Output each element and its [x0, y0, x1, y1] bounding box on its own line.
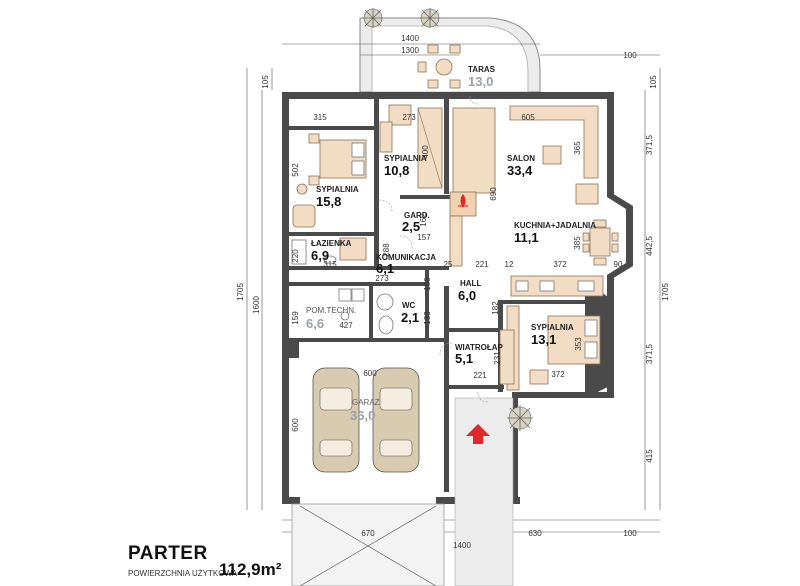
dim-427: 427 [339, 321, 353, 330]
room-name-garaz: GARAŻ [352, 398, 380, 407]
dim-315b: 315 [323, 260, 337, 269]
dim-372a: 372 [553, 260, 567, 269]
room-name-salon: SALON [507, 154, 535, 163]
room-area-garaz: 36,0 [350, 408, 375, 423]
level-title: PARTER [128, 543, 208, 564]
dim-273a: 273 [402, 113, 416, 122]
room-name-komunikacja: KOMUNIKACJA [376, 253, 436, 262]
dining-furniture [510, 219, 619, 297]
dim-159: 159 [291, 311, 300, 325]
entrance-arrow-icon [466, 424, 490, 444]
room-name-kuchnia: KUCHNIA+JADALNIA [514, 221, 596, 230]
room-area-pomtechn: 6,6 [306, 316, 324, 331]
dim-182: 182 [491, 301, 500, 315]
dim-90: 90 [614, 260, 623, 269]
dim-bottom-1400: 1400 [453, 541, 471, 550]
dim-left-1600: 1600 [252, 296, 261, 314]
car-icon [372, 367, 420, 473]
room-area-sypialnia-3: 13,1 [531, 332, 556, 347]
dim-bottom-100: 100 [623, 529, 637, 538]
dim-605: 605 [521, 113, 535, 122]
dim-25: 25 [444, 260, 453, 269]
terrace: TARAS 13,0 [359, 8, 541, 93]
plant-icon [363, 8, 383, 28]
dim-right-4425: 442,5 [645, 235, 654, 256]
dim-bottom-630: 630 [528, 529, 542, 538]
dim-365: 365 [573, 141, 582, 155]
dim-600b: 600 [291, 418, 300, 432]
dim-right-3715b: 371,5 [645, 343, 654, 364]
room-name-pomtechn: POM.TECHN. [306, 306, 356, 315]
room-name-sypialnia-1: SYPIALNIA [316, 185, 359, 194]
dim-157: 157 [417, 233, 431, 242]
terrace-table [417, 44, 461, 89]
room-name-sypialnia-2: SYPIALNIA [384, 154, 427, 163]
dim-133: 133 [423, 311, 432, 325]
plant-icon [507, 405, 533, 431]
room-name-wiatrolap: WIATROŁAP [455, 343, 504, 352]
dim-221b: 221 [473, 371, 487, 380]
room-area-hall: 6,0 [458, 288, 476, 303]
dim-162: 162 [419, 213, 428, 227]
room-name-hall: HALL [460, 279, 481, 288]
dim-top-100: 100 [623, 51, 637, 60]
dim-400: 400 [421, 145, 430, 159]
room-area-taras: 13,0 [468, 74, 493, 89]
dim-353: 353 [574, 337, 583, 351]
room-area-wiatrolap: 5,1 [455, 351, 473, 366]
salon-furniture [452, 105, 599, 205]
room-name-gard: GARD. [404, 211, 430, 220]
bathroom-fixtures [291, 237, 367, 265]
dim-top-1300: 1300 [401, 46, 419, 55]
room-area-sypialnia-2: 10,8 [384, 163, 409, 178]
room-area-sypialnia-1: 15,8 [316, 194, 341, 209]
dim-right-415: 415 [645, 449, 654, 463]
dim-right-3715a: 371,5 [645, 134, 654, 155]
room-area-kuchnia: 11,1 [514, 230, 539, 245]
fireplace-icon [449, 191, 477, 217]
car-icon [312, 367, 360, 473]
dim-bottom-670: 670 [361, 529, 375, 538]
room-name-sypialnia-3: SYPIALNIA [531, 323, 574, 332]
room-area-wc: 2,1 [401, 310, 419, 325]
dim-right-105: 105 [649, 75, 658, 89]
dim-315a: 315 [313, 113, 327, 122]
entry-path [454, 397, 514, 586]
utility-fixtures [338, 288, 365, 321]
wc-fixtures [376, 293, 394, 335]
usable-area-label: POWIERZCHNIA UŻYTKOWA [128, 569, 238, 578]
room-area-komunikacja: 6,1 [376, 261, 394, 276]
dim-502: 502 [291, 163, 300, 177]
dim-600a: 600 [363, 369, 377, 378]
dim-180: 180 [423, 277, 432, 291]
dim-288: 288 [382, 243, 391, 257]
dim-385: 385 [573, 236, 582, 250]
dim-left-105: 105 [261, 75, 270, 89]
dim-right-1705: 1705 [661, 283, 670, 301]
bedroom-2-furniture [379, 104, 443, 189]
dim-221a: 221 [475, 260, 489, 269]
dim-690: 690 [489, 187, 498, 201]
dim-12: 12 [505, 260, 514, 269]
room-area-salon: 33,4 [507, 163, 533, 178]
room-area-gard: 2,5 [402, 219, 420, 234]
dim-220: 220 [291, 249, 300, 263]
dim-372b: 372 [551, 370, 565, 379]
room-name-wc: WC [402, 301, 416, 310]
dimension-lines [246, 43, 661, 533]
room-area-lazienka: 6,9 [311, 248, 329, 263]
dim-273b: 273 [375, 274, 389, 283]
bedroom-1-furniture [292, 133, 367, 228]
room-name-lazienka: ŁAZIENKA [311, 239, 352, 248]
plant-icon [420, 8, 440, 28]
room-name-taras: TARAS [468, 65, 496, 74]
doors [378, 95, 489, 403]
usable-area-value: 112,9m² [219, 560, 282, 579]
dim-left-1705: 1705 [236, 283, 245, 301]
vestibule-wardrobe [499, 329, 515, 385]
dim-top-1400: 1400 [401, 34, 419, 43]
driveway [291, 503, 445, 586]
dim-231: 231 [493, 351, 502, 365]
